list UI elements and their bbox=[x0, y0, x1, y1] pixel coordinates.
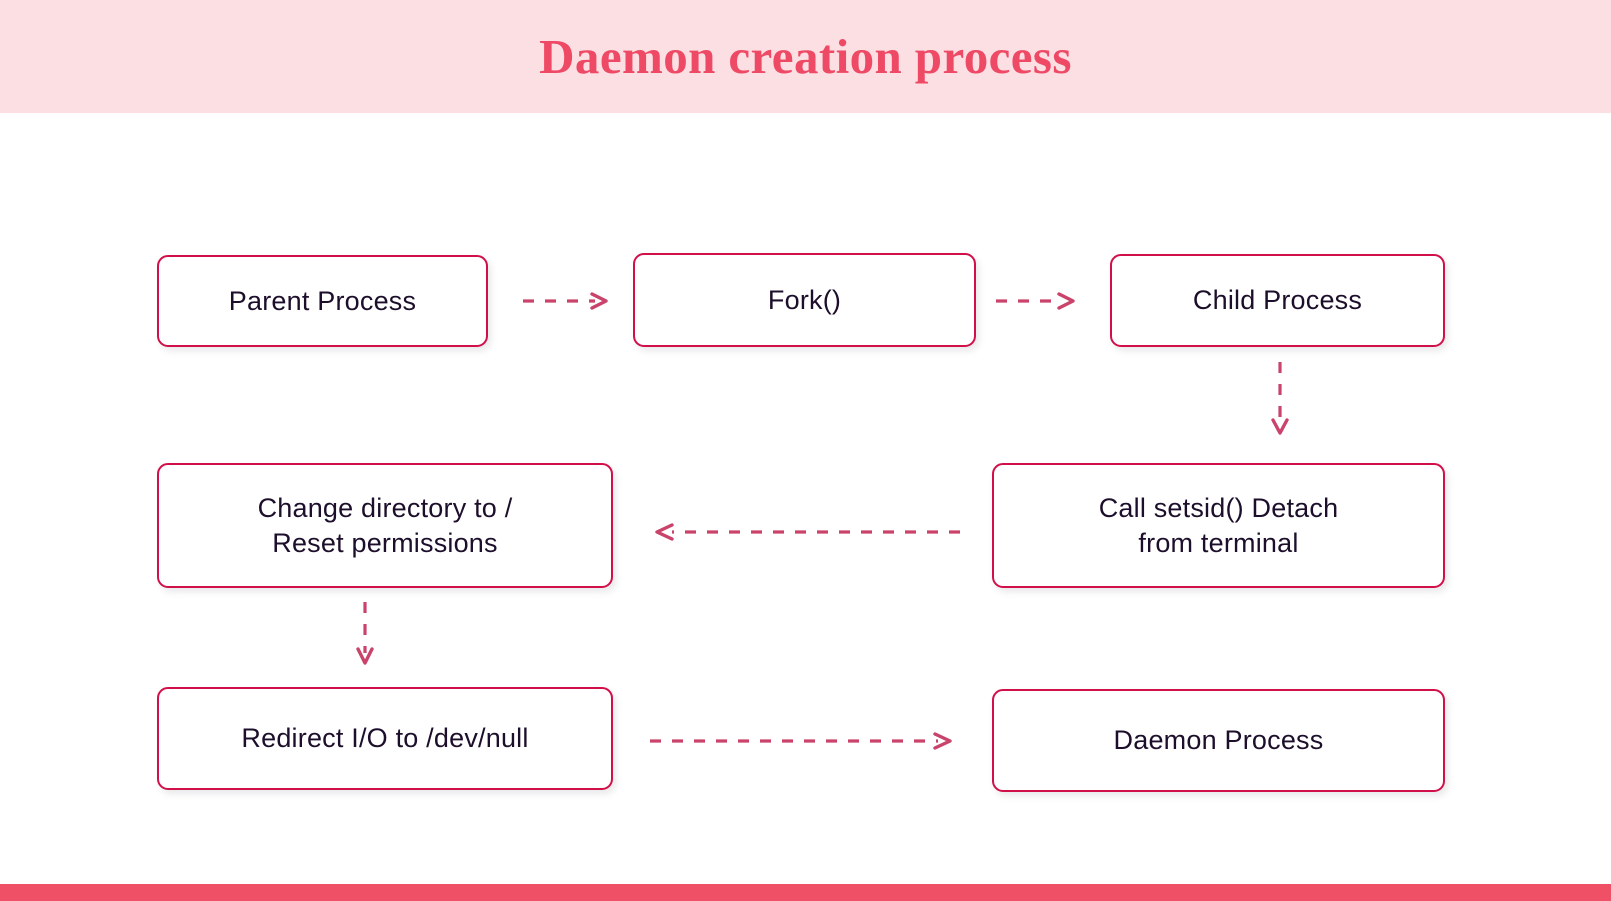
node-fork[interactable]: Fork() bbox=[633, 253, 976, 347]
node-call-setsid[interactable]: Call setsid() Detach from terminal bbox=[992, 463, 1445, 588]
edge-redirect-to-daemon bbox=[650, 732, 952, 750]
node-child-process[interactable]: Child Process bbox=[1110, 254, 1445, 347]
edge-parent-to-fork bbox=[523, 292, 608, 310]
header-band: Daemon creation process bbox=[0, 0, 1611, 113]
edge-fork-to-child bbox=[996, 292, 1075, 310]
edge-setsid-to-changedir bbox=[655, 523, 960, 541]
node-parent-process[interactable]: Parent Process bbox=[157, 255, 488, 347]
page-title: Daemon creation process bbox=[539, 29, 1072, 84]
flowchart-canvas: Parent Process Fork() Child Process Chan… bbox=[0, 113, 1611, 884]
node-change-directory[interactable]: Change directory to / Reset permissions bbox=[157, 463, 613, 588]
node-redirect-io[interactable]: Redirect I/O to /dev/null bbox=[157, 687, 613, 790]
footer-accent-stripe bbox=[0, 884, 1611, 901]
node-daemon-process[interactable]: Daemon Process bbox=[992, 689, 1445, 792]
edge-child-to-setsid bbox=[1271, 362, 1289, 435]
edge-changedir-to-redirect bbox=[356, 602, 374, 665]
